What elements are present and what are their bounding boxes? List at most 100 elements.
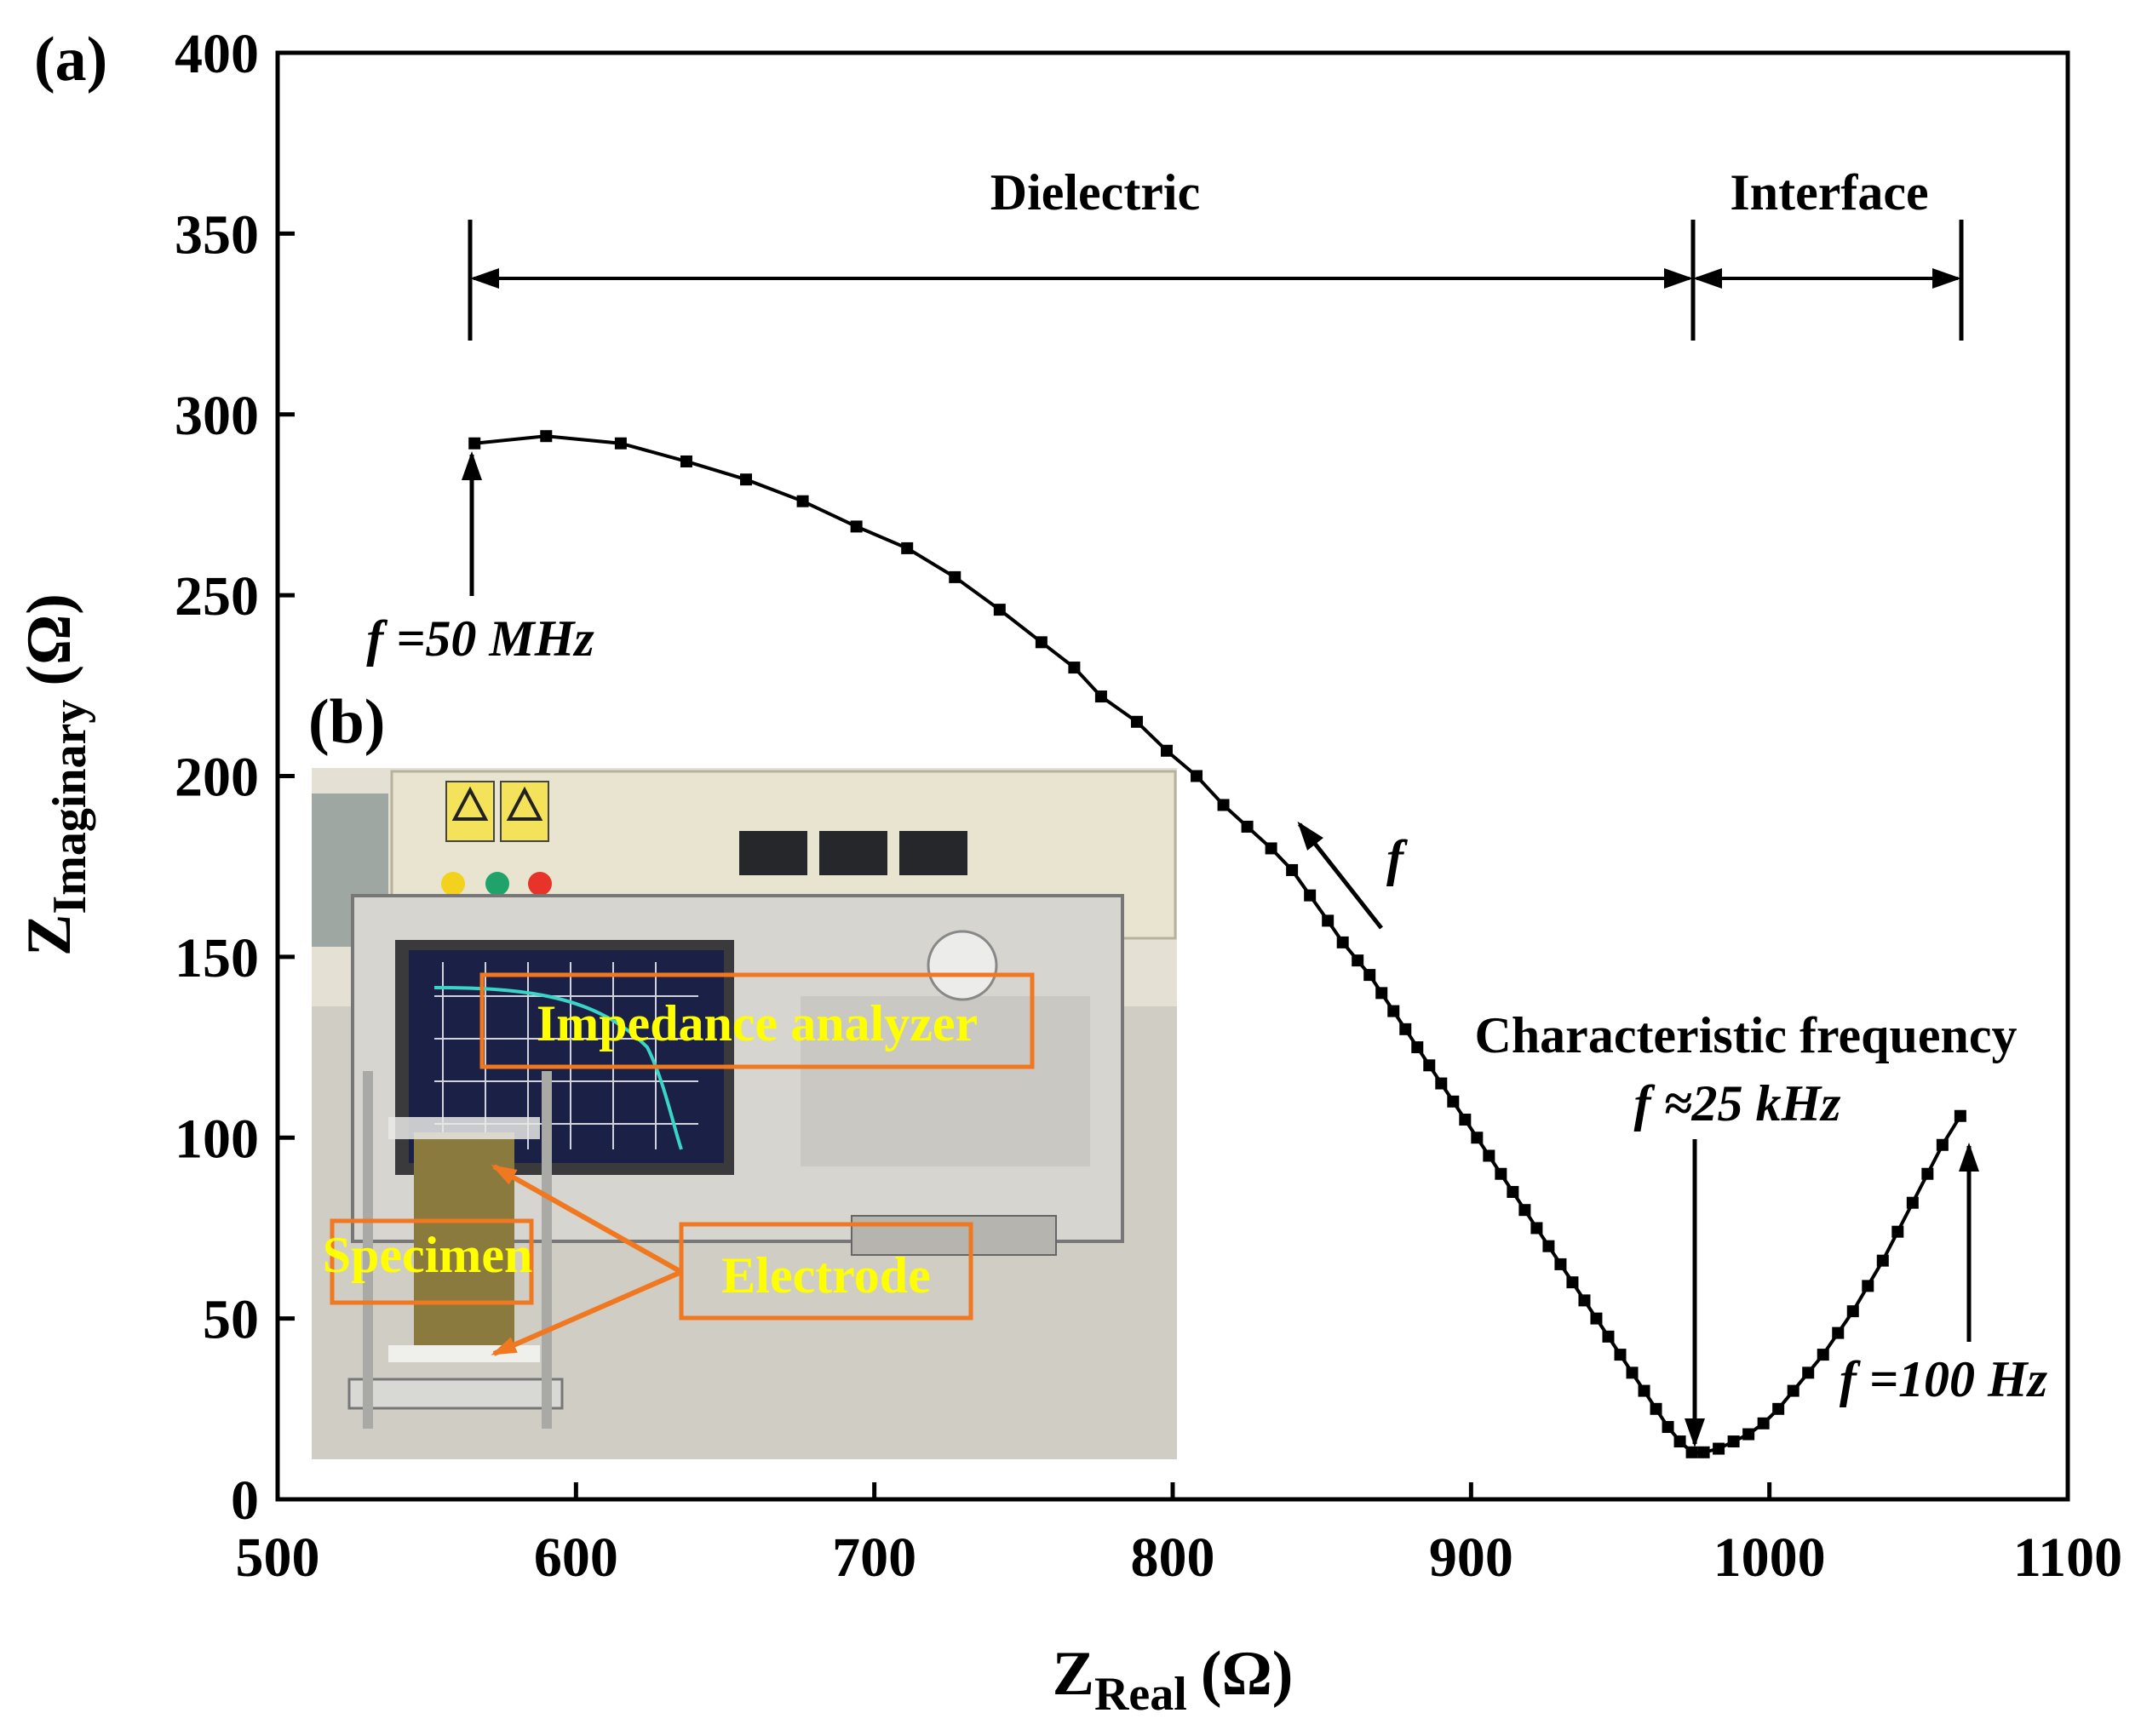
data-point-interface [1862, 1280, 1874, 1292]
data-point-dielectric [1423, 1059, 1436, 1072]
warning-icon-1 [451, 786, 489, 821]
x-axis-title-sub: Real [1094, 1668, 1187, 1721]
analyzer-label: Impedance analyzer [537, 995, 978, 1051]
data-point-dielectric [1322, 914, 1335, 927]
data-point-dielectric [949, 570, 961, 583]
y-tick-label: 150 [175, 927, 259, 989]
data-point-dielectric [1542, 1240, 1555, 1252]
data-point-dielectric [1518, 1204, 1531, 1217]
region-annotations: Dielectric Interface f =50 MHz f Charact… [366, 164, 2048, 1447]
electrode-bottom [388, 1345, 540, 1362]
data-point-dielectric [1435, 1077, 1448, 1090]
data-point-dielectric [1483, 1149, 1495, 1162]
x-tick-label: 1100 [2013, 1527, 2122, 1589]
electrode-pointer-bottom [491, 1269, 683, 1356]
panel-meter-3 [899, 831, 967, 875]
characteristic-frequency-value: f ≈25 kHz [1634, 1075, 1842, 1132]
electrode-pointer-top [491, 1164, 683, 1275]
panel-label-b: (b) [308, 687, 385, 757]
data-point-dielectric [1554, 1258, 1567, 1270]
data-point-dielectric [1459, 1114, 1472, 1126]
y-tick-label: 100 [175, 1108, 259, 1170]
data-point-dielectric [1471, 1132, 1484, 1144]
data-point-dielectric [901, 541, 914, 554]
axis-ticks [275, 50, 2070, 1502]
data-point-dielectric [1363, 969, 1376, 982]
data-point-dielectric [1387, 1005, 1400, 1017]
data-point-dielectric [1495, 1167, 1507, 1180]
y-axis-title-unit: (Ω) [14, 593, 84, 686]
data-point-dielectric [1217, 799, 1230, 811]
data-point-dielectric [1399, 1023, 1412, 1035]
specimen-label: Specimen [323, 1227, 533, 1283]
data-point-dielectric [1160, 744, 1173, 757]
data-point-dielectric [1304, 889, 1317, 902]
data-markers [468, 430, 1966, 1458]
warning-icon-2 [506, 786, 543, 821]
fixture-base [347, 1378, 564, 1410]
data-point-dielectric [1650, 1402, 1662, 1415]
y-tick-label: 50 [203, 1289, 259, 1351]
data-point-dielectric [614, 437, 627, 450]
analyzer-label-box [479, 972, 1035, 1069]
data-point-dielectric [1626, 1366, 1639, 1379]
data-point-interface [1742, 1428, 1755, 1441]
data-point-interface [1697, 1446, 1710, 1458]
data-point-dielectric [1590, 1312, 1603, 1325]
data-point-dielectric [1530, 1222, 1543, 1235]
data-point-interface [1876, 1254, 1889, 1267]
data-point-dielectric [680, 455, 692, 467]
data-point-dielectric [993, 604, 1006, 616]
data-point-interface [1817, 1349, 1829, 1361]
data-point-dielectric [1286, 863, 1299, 876]
panel-meter-2 [819, 831, 887, 875]
data-point-dielectric [1578, 1294, 1591, 1307]
y-tick-label: 400 [175, 23, 259, 85]
data-point-dielectric [740, 473, 753, 486]
x-axis-title: ZReal(Ω) [1053, 1639, 1294, 1721]
panel-meter-1 [739, 831, 807, 875]
fixture-rod-left [363, 1071, 373, 1429]
data-point-interface [1891, 1225, 1904, 1238]
data-point-dielectric [1447, 1095, 1460, 1108]
data-point-interface [1802, 1366, 1815, 1379]
indicator-light-yellow [441, 872, 465, 896]
x-tick-label: 500 [236, 1527, 320, 1589]
data-point-interface [1906, 1196, 1919, 1209]
electrode-top [388, 1117, 540, 1139]
data-point-dielectric [1375, 987, 1388, 1000]
data-point-dielectric [1336, 936, 1349, 948]
data-point-interface [1846, 1305, 1859, 1318]
data-point-interface [1787, 1384, 1799, 1397]
x-axis-title-main: Z [1053, 1639, 1094, 1709]
frequency-direction-arrow [1297, 821, 1383, 930]
f-high-label: f =50 MHz [366, 610, 594, 667]
x-tick-label: 1000 [1713, 1527, 1826, 1589]
data-point-dielectric [1638, 1384, 1650, 1397]
analyzer-knob [927, 930, 998, 1001]
y-tick-label: 0 [231, 1470, 259, 1532]
specimen-label-box [330, 1218, 534, 1305]
x-tick-label: 900 [1429, 1527, 1513, 1589]
f-low-label: f =100 Hz [1840, 1351, 2048, 1407]
data-point-dielectric [1191, 770, 1203, 782]
data-point-dielectric [1602, 1330, 1615, 1343]
data-point-dielectric [540, 430, 553, 443]
indicator-light-green [485, 872, 509, 896]
dielectric-label: Dielectric [990, 164, 1200, 221]
screen-trace [433, 986, 683, 1150]
series-line [474, 434, 1962, 1454]
data-point-dielectric [1352, 954, 1364, 967]
data-point-interface [1757, 1417, 1770, 1429]
data-point-dielectric [1241, 820, 1254, 833]
data-point-dielectric [468, 437, 481, 450]
data-point-dielectric [1094, 690, 1107, 703]
data-point-dielectric [1662, 1421, 1674, 1434]
data-point-dielectric [1265, 842, 1277, 855]
data-point-interface [1713, 1442, 1725, 1455]
y-axis-title-main: Z [14, 914, 84, 956]
data-point-dielectric [796, 495, 809, 507]
characteristic-frequency-label: Characteristic frequency [1474, 1007, 2017, 1063]
